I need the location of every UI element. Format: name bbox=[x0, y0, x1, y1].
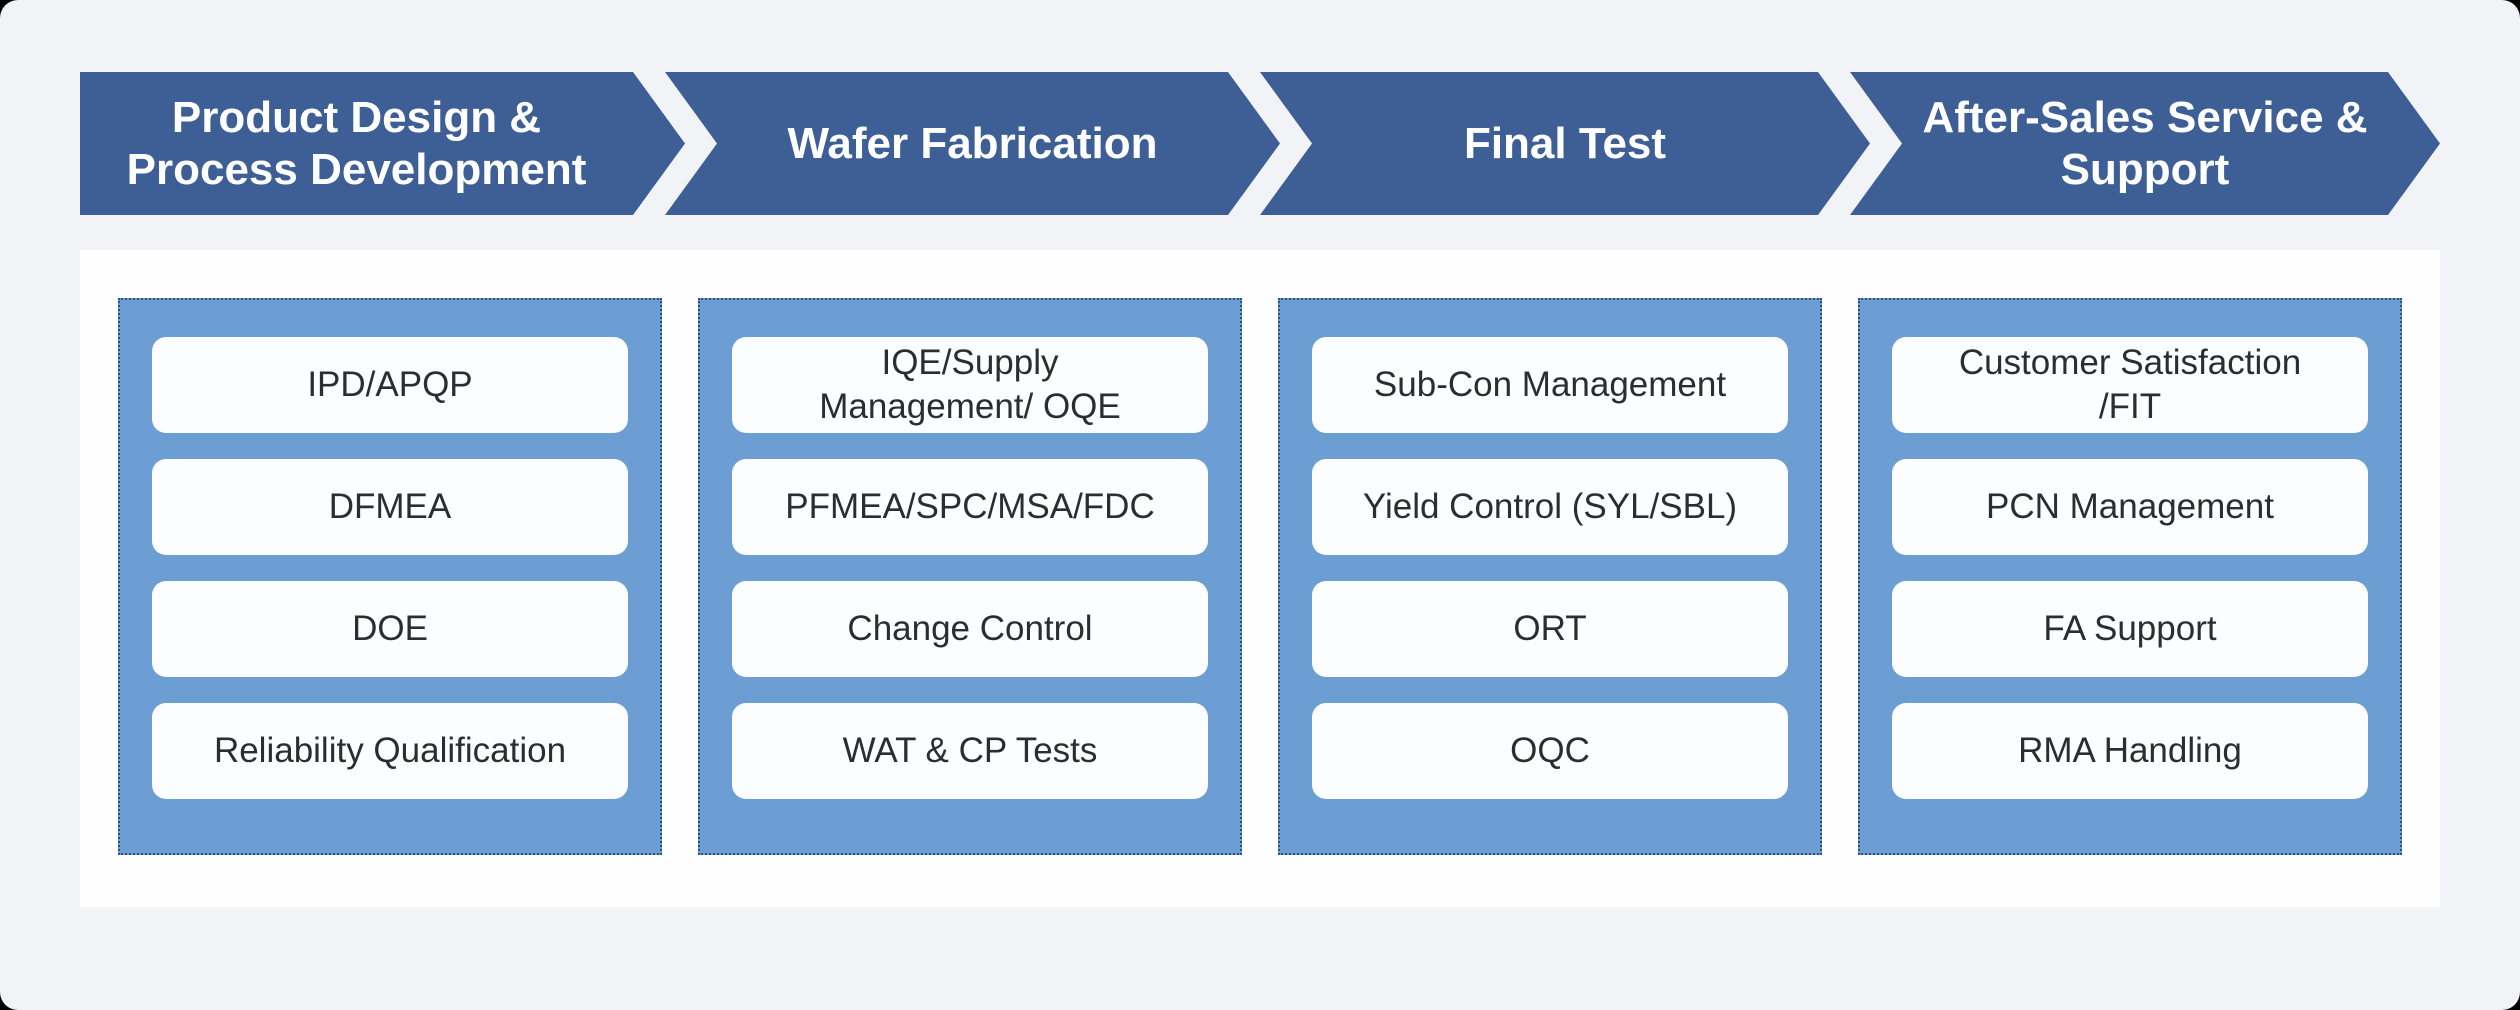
stage-item: PFMEA/SPC/MSA/FDC bbox=[732, 459, 1208, 555]
stage-item-label: FA Support bbox=[2043, 609, 2217, 649]
stage-item: FA Support bbox=[1892, 581, 2368, 677]
stage-column-4: Customer Satisfaction /FIT PCN Managemen… bbox=[1858, 298, 2402, 855]
stage-item-label: WAT & CP Tests bbox=[842, 731, 1098, 771]
stage-arrow-label: Final Test bbox=[1463, 118, 1667, 168]
stage-arrow-label: After-Sales Service & Support bbox=[1922, 92, 2368, 194]
stage-arrow-4: After-Sales Service & Support bbox=[1850, 72, 2440, 215]
process-stage-arrows: Product Design & Process Development Waf… bbox=[80, 72, 2440, 215]
stage-item-label: RMA Handling bbox=[2018, 731, 2242, 771]
stage-item: Sub-Con Management bbox=[1312, 337, 1788, 433]
stage-item-label: IPD/APQP bbox=[307, 365, 473, 405]
stage-arrow-3: Final Test bbox=[1260, 72, 1870, 215]
stage-item-label: PCN Management bbox=[1986, 487, 2274, 527]
stage-item-label: Yield Control (SYL/SBL) bbox=[1362, 487, 1738, 527]
stage-item: ORT bbox=[1312, 581, 1788, 677]
stage-column-3: Sub-Con Management Yield Control (SYL/SB… bbox=[1278, 298, 1822, 855]
stage-item-label: Reliability Qualification bbox=[213, 731, 567, 771]
stage-arrow-label: Product Design & Process Development bbox=[126, 92, 587, 194]
stage-item: DFMEA bbox=[152, 459, 628, 555]
stage-arrow-label: Wafer Fabrication bbox=[787, 118, 1158, 168]
stage-arrow-1: Product Design & Process Development bbox=[80, 72, 685, 215]
stage-item: RMA Handling bbox=[1892, 703, 2368, 799]
stage-item: DOE bbox=[152, 581, 628, 677]
stage-item: WAT & CP Tests bbox=[732, 703, 1208, 799]
stage-item-label: IQE/Supply Management/ OQE bbox=[819, 343, 1121, 426]
stage-item: IPD/APQP bbox=[152, 337, 628, 433]
stage-item-label: Customer Satisfaction /FIT bbox=[1958, 343, 2302, 426]
stage-column-2: IQE/Supply Management/ OQE PFMEA/SPC/MSA… bbox=[698, 298, 1242, 855]
stage-item: Yield Control (SYL/SBL) bbox=[1312, 459, 1788, 555]
stage-item: IQE/Supply Management/ OQE bbox=[732, 337, 1208, 433]
stage-item-label: PFMEA/SPC/MSA/FDC bbox=[785, 487, 1155, 527]
stage-arrow-2: Wafer Fabrication bbox=[665, 72, 1280, 215]
stage-item-label: Change Control bbox=[847, 609, 1093, 649]
content-panel: IPD/APQP DFMEA DOE Reliability Qualifica… bbox=[80, 250, 2440, 907]
stage-item: Change Control bbox=[732, 581, 1208, 677]
stage-item-label: ORT bbox=[1513, 609, 1587, 649]
stage-item: PCN Management bbox=[1892, 459, 2368, 555]
stage-item-label: DOE bbox=[352, 609, 428, 649]
stage-item: Customer Satisfaction /FIT bbox=[1892, 337, 2368, 433]
stage-item: Reliability Qualification bbox=[152, 703, 628, 799]
stage-item: OQC bbox=[1312, 703, 1788, 799]
stage-item-label: Sub-Con Management bbox=[1373, 365, 1727, 405]
stage-item-label: OQC bbox=[1510, 731, 1590, 771]
stage-item-label: DFMEA bbox=[328, 487, 452, 527]
stage-column-1: IPD/APQP DFMEA DOE Reliability Qualifica… bbox=[118, 298, 662, 855]
